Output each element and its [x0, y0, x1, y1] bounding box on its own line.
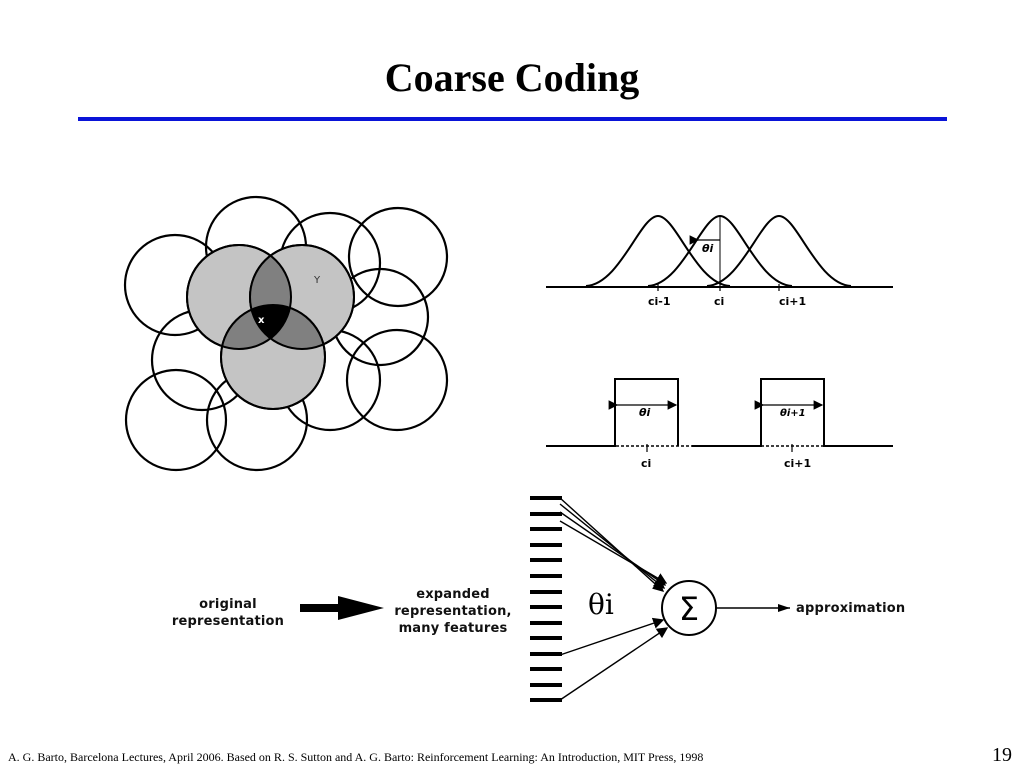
- feature-bars: [530, 496, 562, 702]
- page-number: 19: [992, 744, 1012, 766]
- receptive-field-circle: [124, 368, 228, 472]
- gaussian-curve-next: [706, 214, 852, 287]
- background-receptive-fields: [123, 195, 449, 472]
- receptive-fields-diagram: x Y: [123, 195, 449, 472]
- expanded-label-line3: many features: [398, 621, 508, 636]
- binary-features-diagram: θi θi+1 ci ci+1: [546, 378, 893, 470]
- expanded-label-line2: representation,: [394, 604, 512, 619]
- center-label: ci: [714, 295, 724, 308]
- state-x-label: x: [258, 315, 265, 326]
- overlap-a-c: [221, 305, 291, 349]
- expanded-label-line1: expanded: [416, 587, 490, 602]
- summation-symbol: Σ: [679, 590, 699, 628]
- title-rule: [78, 117, 947, 121]
- gaussian-features-diagram: θi ci-1 ci ci+1: [546, 214, 893, 308]
- gaussian-curve-prev: [585, 214, 731, 287]
- gaussian-width-label: θi: [702, 242, 714, 255]
- active-receptive-fields: [186, 244, 355, 410]
- weight-label: θi: [588, 588, 614, 621]
- approximation-label: approximation: [796, 601, 906, 616]
- binary-feature-pulse-next: [692, 378, 893, 447]
- binary-feature-pulse: [546, 378, 679, 447]
- original-label-line1: original: [199, 597, 257, 612]
- receptive-field-circle: [347, 206, 449, 308]
- center-label-next: ci+1: [779, 295, 806, 308]
- binary-center-label-next: ci+1: [784, 457, 811, 470]
- binary-center-label: ci: [641, 457, 651, 470]
- weight-connections: [559, 497, 669, 701]
- state-y-label: Y: [313, 275, 321, 286]
- binary-width-label-next: θi+1: [780, 408, 806, 419]
- expansion-arrow: [300, 596, 384, 620]
- linear-network-diagram: θi Σ: [300, 496, 790, 702]
- original-label-line2: representation: [171, 614, 285, 629]
- binary-width-label: θi: [639, 406, 651, 419]
- receptive-field-circle: [345, 328, 449, 432]
- overlap-b-c: [250, 305, 325, 349]
- slide-title: Coarse Coding: [384, 55, 640, 100]
- original-representation-label: original representation: [168, 596, 288, 630]
- expanded-representation-label: expanded representation, many features: [392, 586, 514, 637]
- center-label-prev: ci-1: [648, 295, 671, 308]
- footer-credit: A. G. Barto, Barcelona Lectures, April 2…: [8, 750, 704, 764]
